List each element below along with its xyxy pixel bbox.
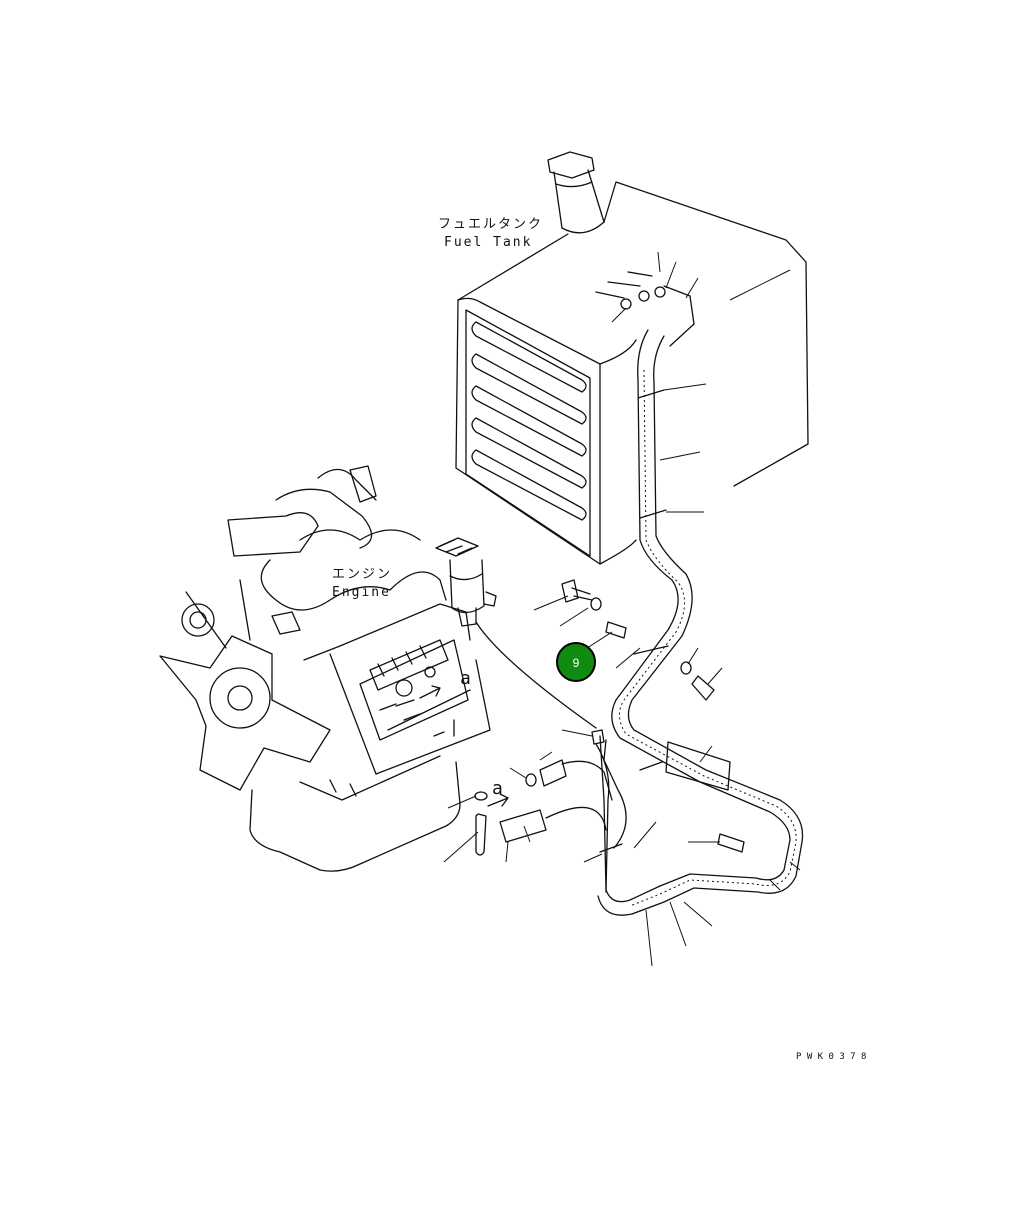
detail-arrows [419,685,509,807]
tank-ribs [471,321,587,521]
fuel-tank-label-jp: フュエルタンク [438,217,543,232]
engine-label-en: Engine [332,585,391,600]
engine-label-jp: エンジン [332,567,392,582]
detail-marker-a-hose: a [492,778,503,799]
callout-9-circle[interactable] [556,642,596,682]
loose-parts [474,579,745,856]
fuel-tank-label-en: Fuel Tank [444,235,532,250]
fuel-hose-route [595,329,804,916]
engine-drawing [159,465,497,872]
callout-9-hotspot[interactable]: 9 [556,642,596,682]
fuel-tank-drawing [455,151,809,565]
detail-marker-a-engine: a [460,668,471,689]
drawing-code: P W K 0 3 7 8 [796,1052,866,1062]
callout-9-number: 9 [573,656,580,670]
leader-lines [443,251,801,967]
